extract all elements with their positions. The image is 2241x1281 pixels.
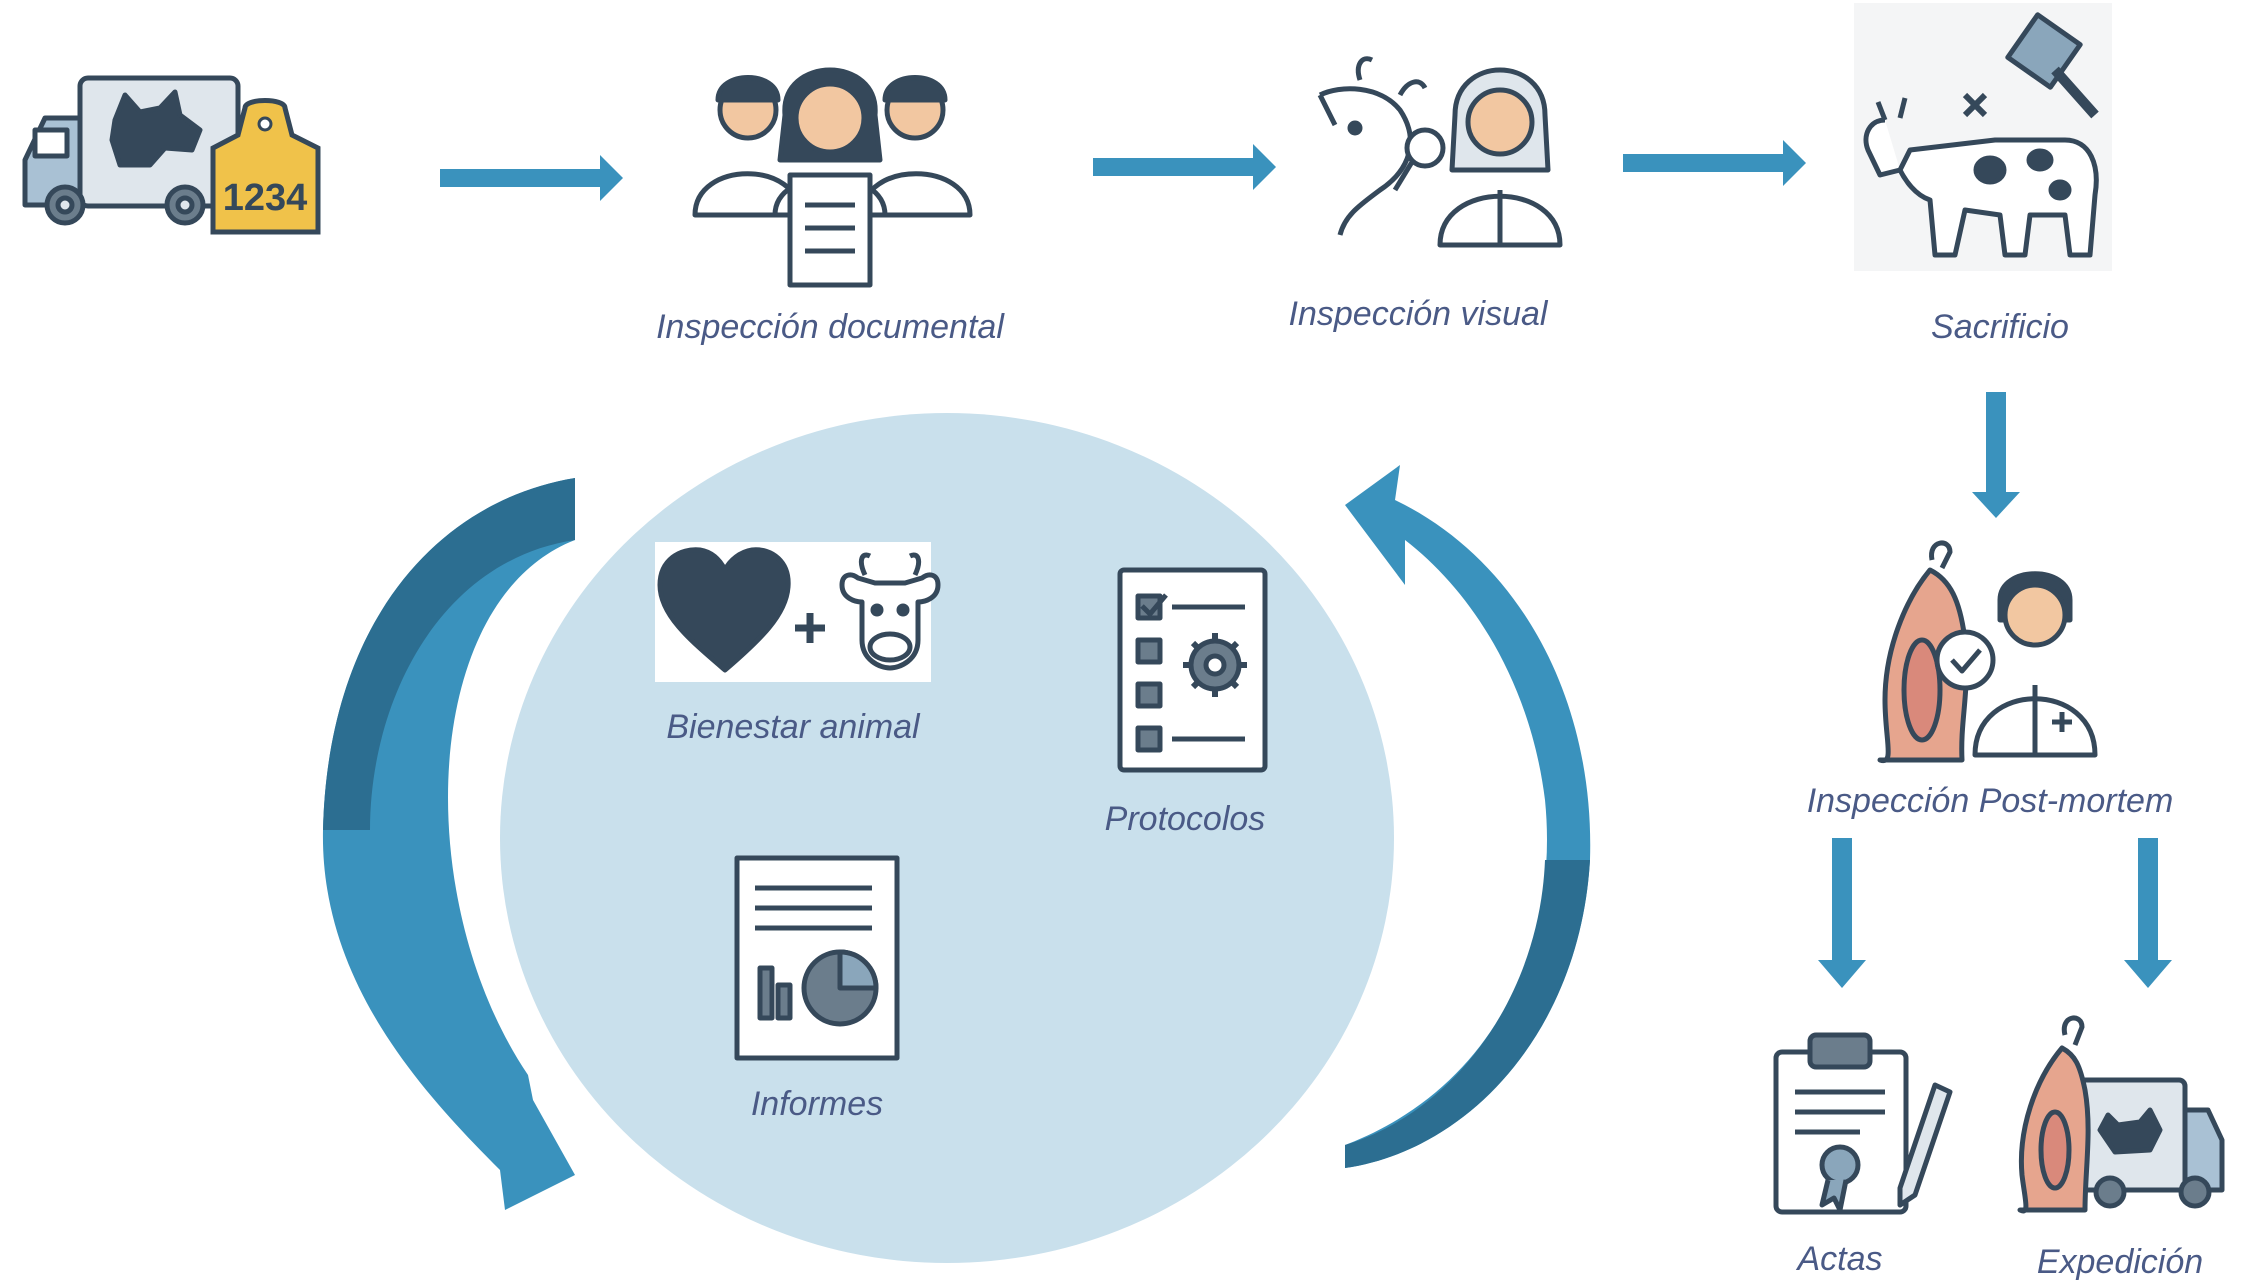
arrow-down-actas <box>1818 838 1866 988</box>
heart-cow-icon <box>657 547 941 673</box>
label-inspeccion-visual: Inspección visual <box>1289 295 1549 333</box>
label-sacrificio: Sacrificio <box>1931 308 2069 346</box>
label-informes: Informes <box>751 1085 883 1123</box>
carcass-inspector-icon <box>1877 540 2098 764</box>
ear-tag-icon: 1234 <box>210 98 321 235</box>
slaughter-cow-icon <box>1863 12 2099 258</box>
arrow-down-postmortem <box>1972 392 2020 518</box>
label-inspeccion-documental: Inspección documental <box>656 308 1005 346</box>
report-chart-icon <box>734 855 900 1061</box>
checklist-gear-icon <box>1117 567 1268 773</box>
transport-truck-icon <box>22 75 241 226</box>
clipboard-certificate-icon <box>1773 1032 1953 1215</box>
ear-tag-number: 1234 <box>223 177 308 219</box>
arrow-to-sacrificio <box>1623 140 1806 186</box>
label-protocolos: Protocolos <box>1105 800 1266 838</box>
carcass-truck-icon <box>2017 1015 2225 1214</box>
vet-cow-inspection-icon <box>1317 56 1563 248</box>
label-bienestar-animal: Bienestar animal <box>666 708 921 746</box>
arrow-down-expedicion <box>2124 838 2172 988</box>
central-circle <box>500 413 1394 1263</box>
cycle-arrow-left-shade <box>323 478 575 830</box>
arrow-to-documental <box>440 155 623 201</box>
label-inspeccion-postmortem: Inspección Post-mortem <box>1807 782 2174 820</box>
cycle-arrow-right-shade <box>1345 860 1590 1168</box>
label-expedicion: Expedición <box>2037 1243 2203 1281</box>
label-actas: Actas <box>1795 1240 1882 1278</box>
arrow-to-visual <box>1093 144 1276 190</box>
inspector-team-icon <box>692 67 973 288</box>
